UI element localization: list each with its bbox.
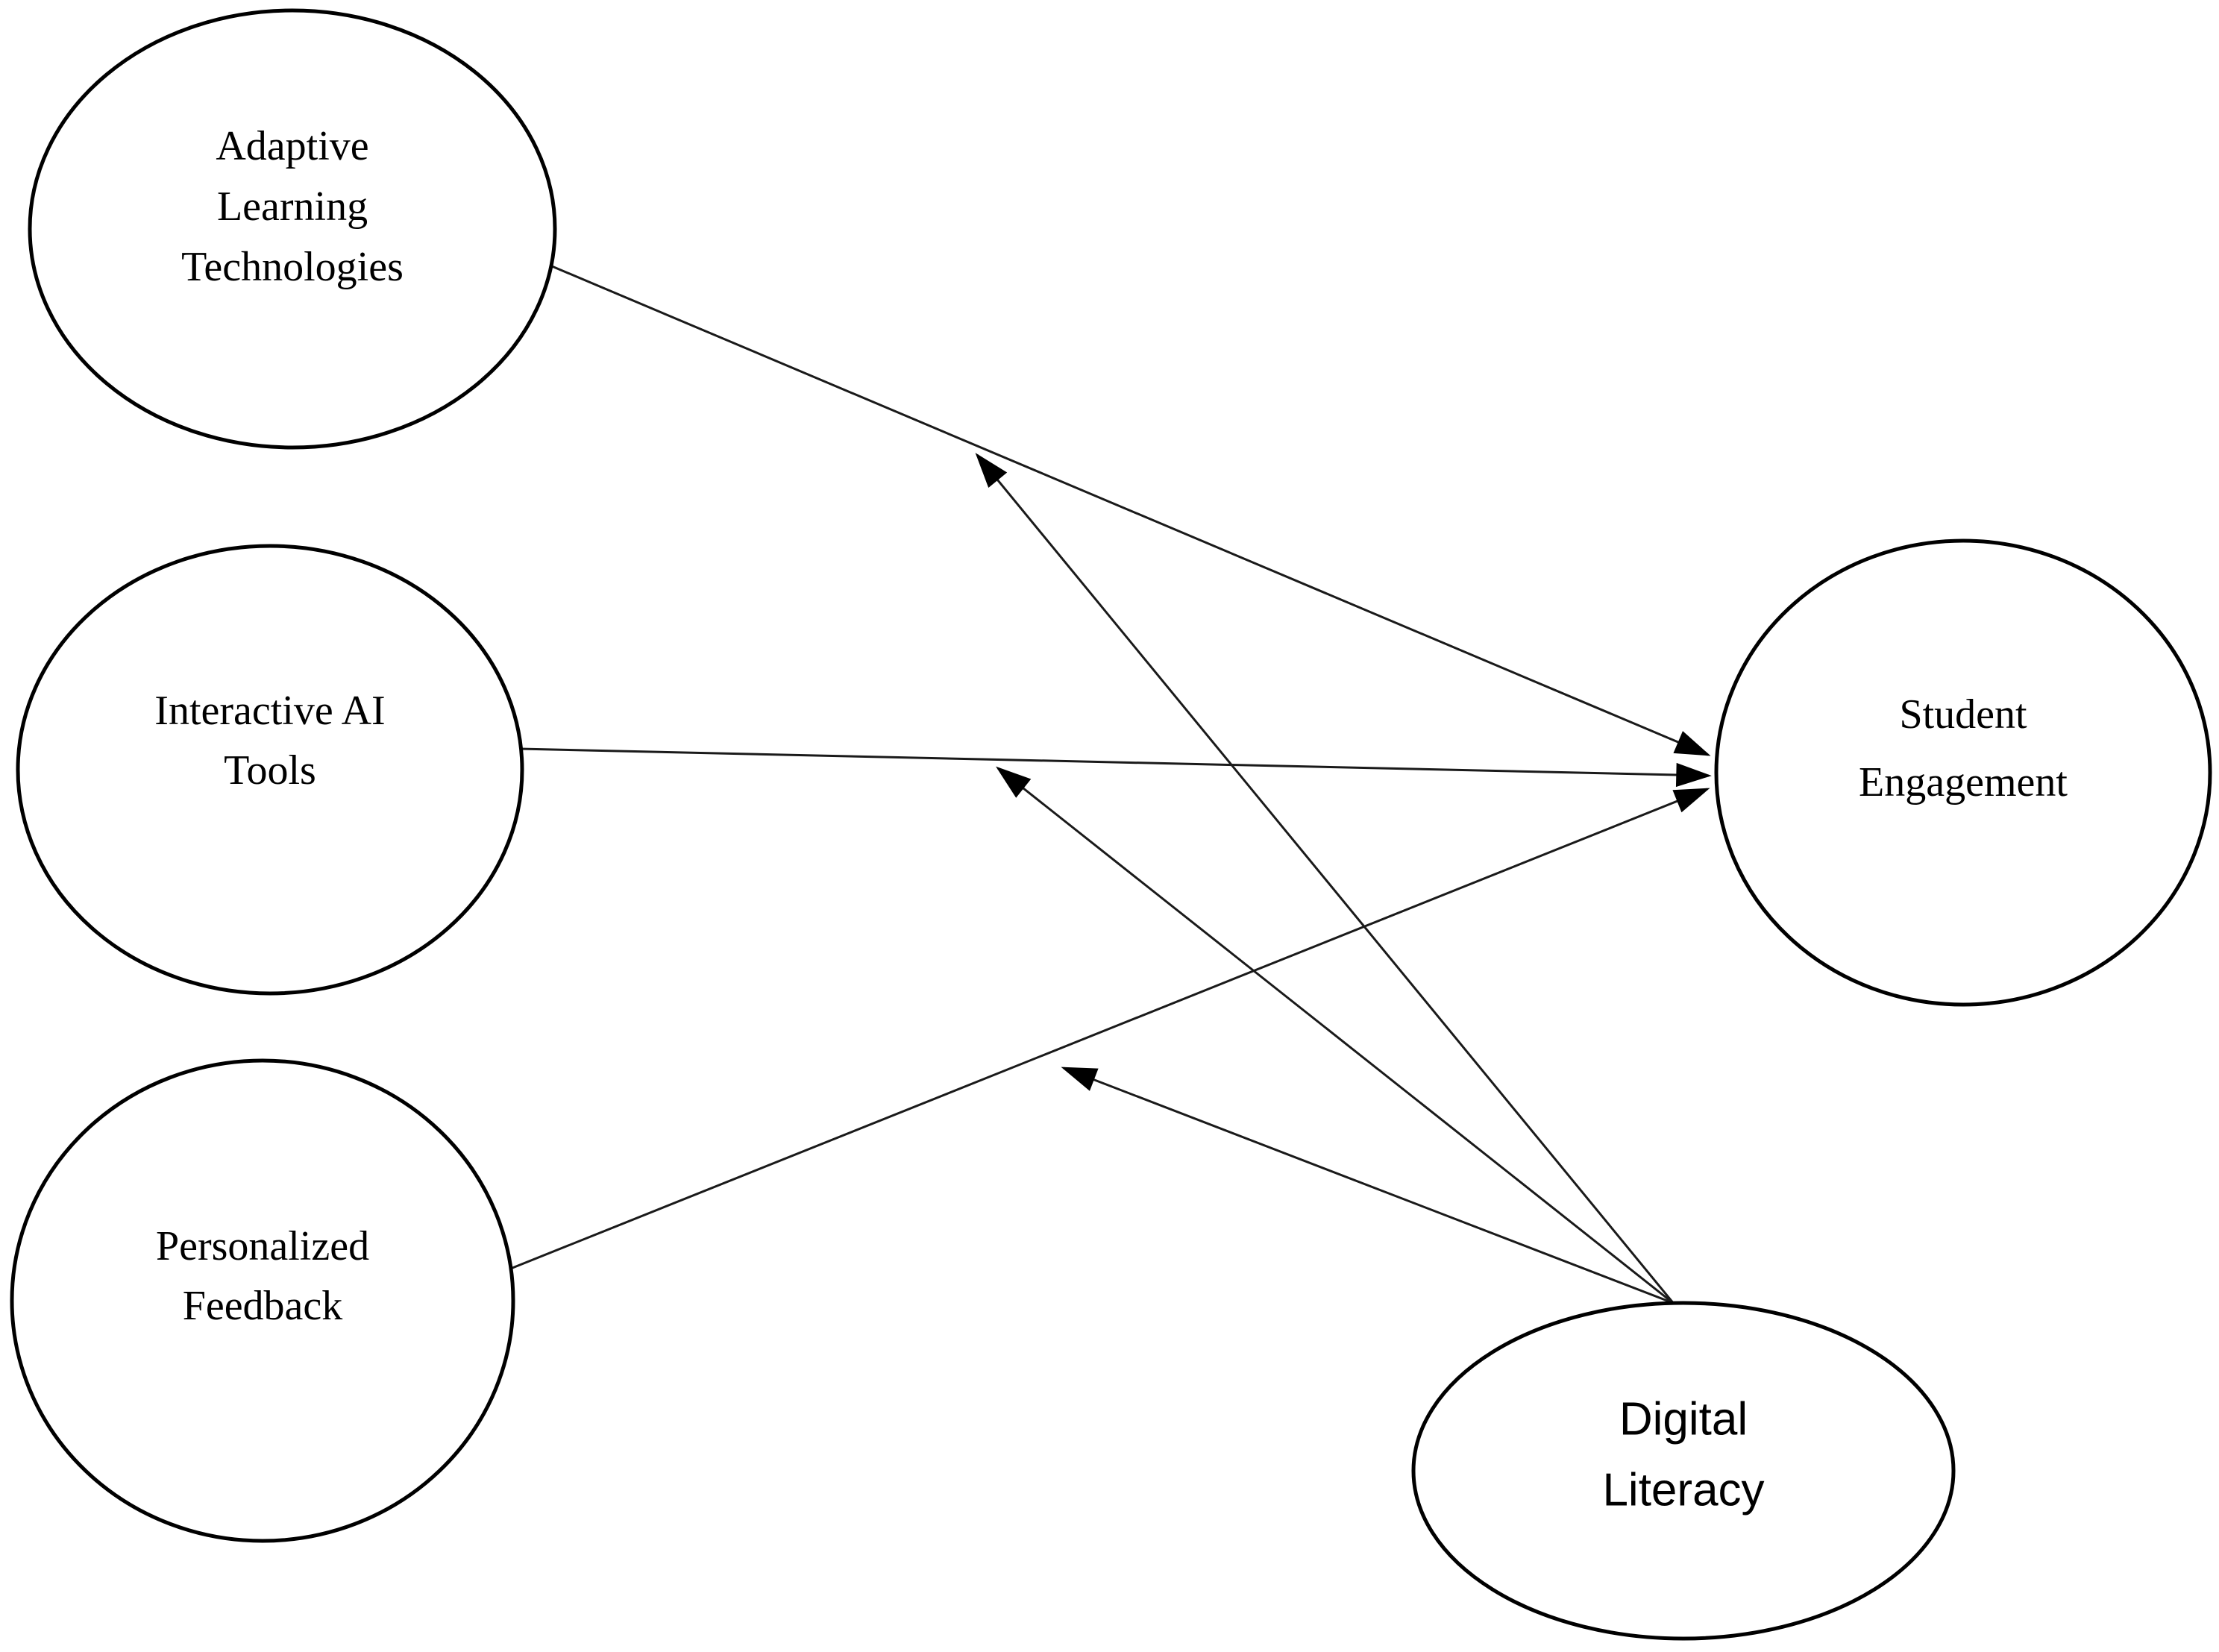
adaptive-learning-technologies-label-line3: Technologies xyxy=(181,244,404,290)
student-engagement-label-line1: Student xyxy=(1899,691,2027,738)
edge-interactive-to-engagement xyxy=(519,747,1712,788)
edge-adaptive-to-engagement xyxy=(551,265,1711,756)
node-adaptive-learning-technologies: Adaptive Learning Technologies xyxy=(28,8,557,450)
edge-digital-literacy-moderates-personalized-path xyxy=(1061,1067,1674,1304)
edge-digital-literacy-moderates-interactive-path xyxy=(996,766,1674,1304)
student-engagement-ellipse xyxy=(1714,538,2212,1007)
interactive-ai-tools-label-line2: Tools xyxy=(224,747,316,794)
digital-literacy-label-line1: Digital xyxy=(1619,1394,1748,1445)
edges xyxy=(512,265,1712,1330)
adaptive-learning-technologies-label-line2: Learning xyxy=(217,183,368,230)
adaptive-learning-technologies-label-line1: Adaptive xyxy=(216,123,368,169)
node-interactive-ai-tools: Interactive AI Tools xyxy=(16,544,524,996)
personalized-feedback-ellipse xyxy=(10,1058,515,1543)
personalized-feedback-label-line1: Personalized xyxy=(156,1223,369,1269)
interactive-ai-tools-label-line1: Interactive AI xyxy=(154,688,385,734)
node-digital-literacy: Digital Literacy xyxy=(1411,1301,1956,1641)
node-personalized-feedback: Personalized Feedback xyxy=(10,1058,515,1543)
interactive-ai-tools-ellipse xyxy=(16,544,524,996)
student-engagement-label-line2: Engagement xyxy=(1859,759,2068,805)
node-student-engagement: Student Engagement xyxy=(1714,538,2212,1007)
adaptive-learning-technologies-ellipse xyxy=(28,8,557,450)
edge-digital-literacy-moderates-adaptive-path xyxy=(975,453,1696,1330)
edge-personalized-to-engagement xyxy=(512,788,1710,1269)
personalized-feedback-label-line2: Feedback xyxy=(183,1283,343,1329)
digital-literacy-label-line2: Literacy xyxy=(1602,1465,1764,1516)
digital-literacy-ellipse xyxy=(1411,1301,1956,1641)
